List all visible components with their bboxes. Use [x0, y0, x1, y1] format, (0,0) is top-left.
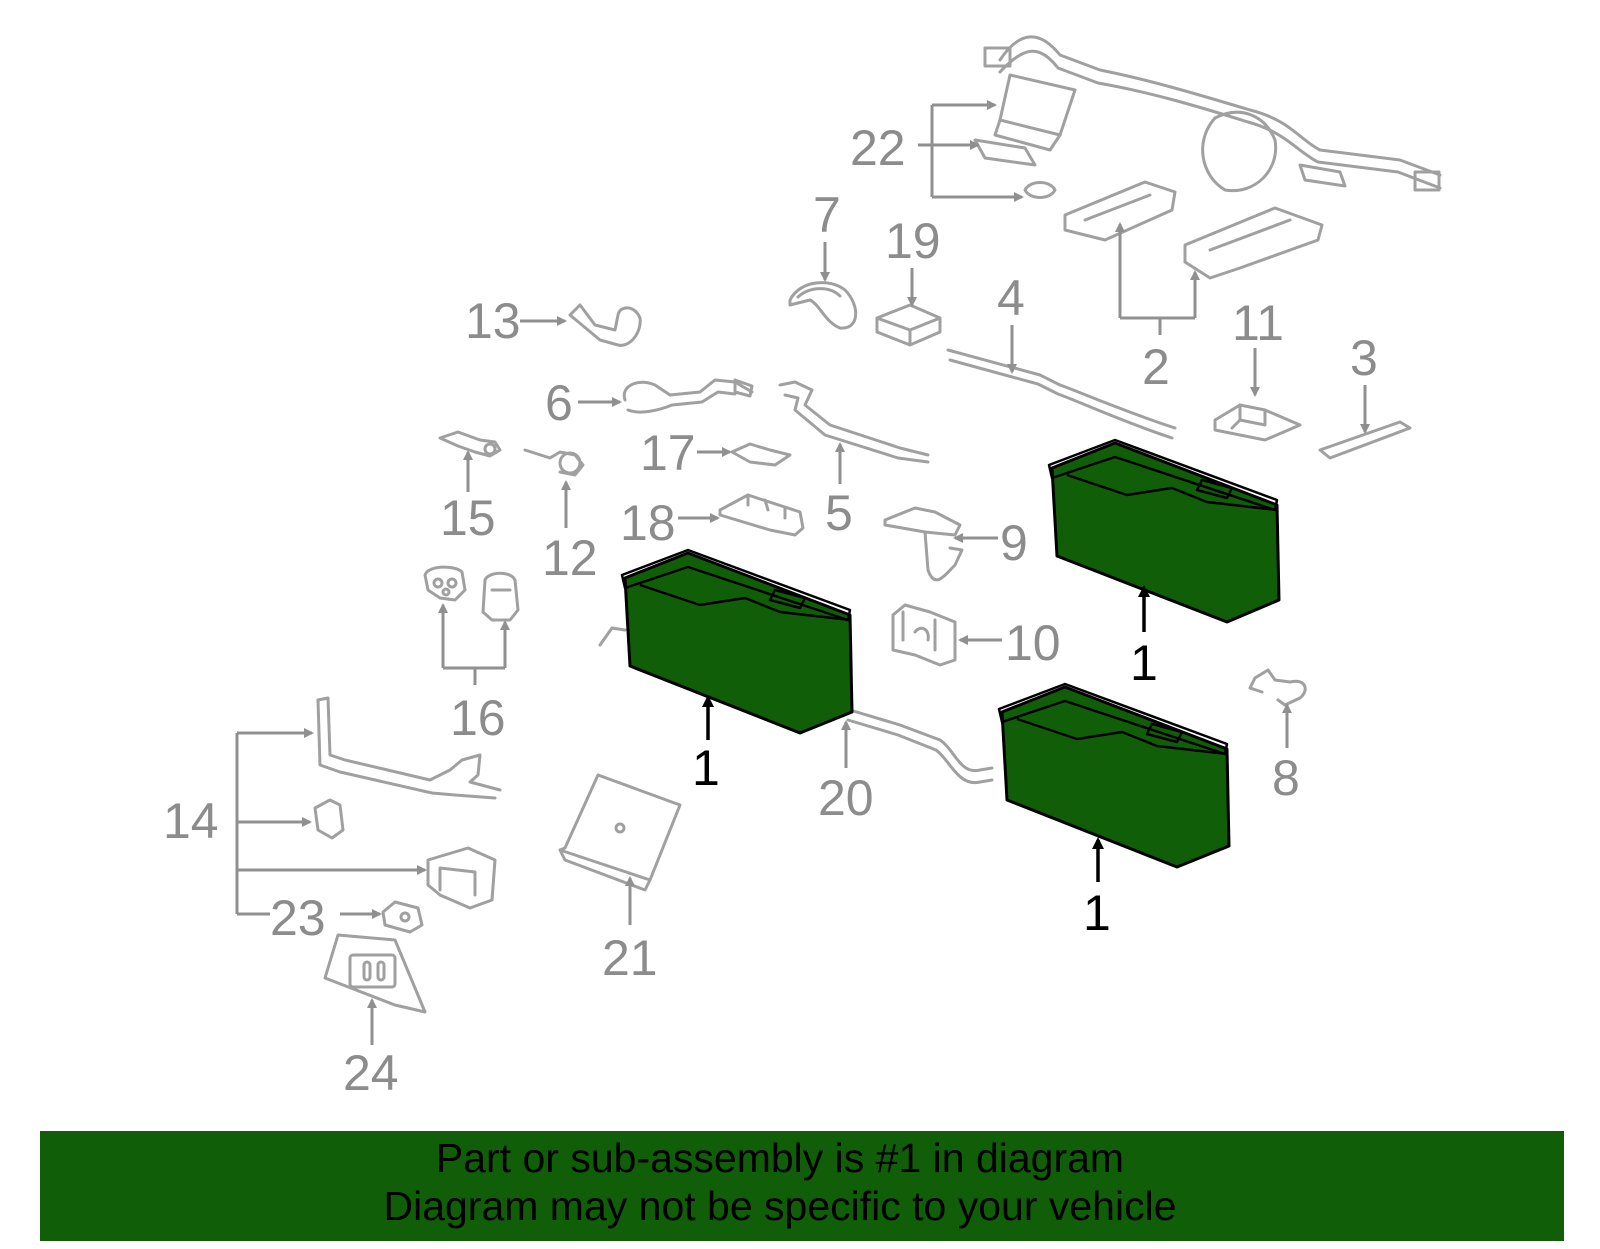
part-1-battery-left	[620, 548, 854, 735]
callout-4: 4	[997, 270, 1025, 374]
part-1-battery-lower	[997, 682, 1231, 869]
callout-18-label: 18	[620, 495, 676, 551]
callout-22-label: 22	[850, 120, 906, 176]
part-9-bracket	[883, 506, 964, 582]
part-14-harness	[313, 696, 502, 910]
part-10-holder	[891, 603, 957, 667]
part-11-bracket	[1213, 403, 1302, 442]
callout-21: 21	[602, 876, 658, 986]
callout-16: 16	[438, 603, 510, 746]
callout-3: 3	[1350, 330, 1378, 434]
callout-10: 10	[958, 615, 1061, 671]
callout-6: 6	[545, 375, 622, 431]
callout-1-label-right: 1	[1130, 635, 1158, 691]
callout-14: 14	[163, 728, 427, 916]
part-7-cable	[788, 281, 858, 330]
part-23-connector	[381, 900, 424, 934]
callout-1-label-lower: 1	[1083, 885, 1111, 941]
part-1-battery-right	[1047, 438, 1281, 624]
part-8-cable	[1248, 668, 1307, 707]
callout-19: 19	[885, 213, 941, 307]
callout-13: 13	[465, 293, 567, 349]
footer-line-2: Diagram may not be specific to your vehi…	[383, 1183, 1177, 1229]
part-20-cable	[598, 626, 994, 785]
part-12-clip	[523, 448, 585, 477]
callout-4-label: 4	[997, 270, 1025, 326]
footer-banner: Part or sub-assembly is #1 in diagram Di…	[40, 1131, 1564, 1241]
callout-7: 7	[813, 187, 841, 282]
callout-23-label: 23	[270, 890, 326, 946]
part-5-cable	[778, 380, 930, 464]
callout-1-label-left: 1	[692, 740, 720, 796]
callout-5: 5	[825, 442, 853, 541]
callout-11-label: 11	[1232, 295, 1284, 351]
callout-17: 17	[640, 425, 732, 481]
callout-23: 23	[270, 890, 382, 946]
callout-10-label: 10	[1005, 615, 1061, 671]
callout-2: 2	[1115, 222, 1200, 395]
callout-1-right: 1	[1130, 585, 1158, 691]
callout-7-label: 7	[813, 187, 841, 243]
callout-9: 9	[953, 515, 1028, 571]
callout-1-lower: 1	[1083, 837, 1111, 941]
callout-1-left: 1	[692, 695, 720, 796]
callout-24-label: 24	[343, 1045, 399, 1101]
callout-14-label: 14	[163, 793, 219, 849]
callout-18: 18	[620, 495, 720, 551]
part-13-hook	[568, 303, 642, 347]
part-2-brackets	[1063, 180, 1324, 280]
footer-line-1: Part or sub-assembly is #1 in diagram	[435, 1135, 1125, 1181]
part-4-cable	[946, 348, 1177, 440]
callout-6-label: 6	[545, 375, 573, 431]
part-17-connector	[730, 442, 792, 467]
part-24-outlet	[323, 933, 427, 1014]
callout-21-label: 21	[602, 930, 658, 986]
callout-13-label: 13	[465, 293, 521, 349]
part-22-harness	[973, 35, 1442, 199]
callout-15: 15	[440, 450, 496, 546]
callout-20: 20	[818, 720, 874, 826]
callout-12: 12	[542, 480, 598, 586]
callout-17-label: 17	[640, 425, 696, 481]
callout-15-label: 15	[440, 490, 496, 546]
part-21-module	[558, 773, 682, 892]
callout-16-label: 16	[450, 690, 506, 746]
callout-9-label: 9	[1000, 515, 1028, 571]
part-6-wire	[622, 378, 754, 414]
part-15-sensor	[438, 430, 502, 458]
callout-3-label: 3	[1350, 330, 1378, 386]
callout-12-label: 12	[542, 530, 598, 586]
part-3-rod	[1318, 420, 1412, 460]
part-19-module	[875, 303, 942, 347]
callout-11: 11	[1232, 295, 1284, 397]
callout-8-label: 8	[1272, 750, 1300, 806]
callout-19-label: 19	[885, 213, 941, 269]
callout-8: 8	[1272, 703, 1300, 806]
callout-5-label: 5	[825, 485, 853, 541]
callout-2-label: 2	[1142, 339, 1170, 395]
callout-22: 22	[850, 100, 1024, 202]
part-16-connectors	[423, 565, 520, 622]
part-18-cover	[718, 493, 805, 537]
callout-20-label: 20	[818, 770, 874, 826]
callout-24: 24	[343, 998, 399, 1101]
